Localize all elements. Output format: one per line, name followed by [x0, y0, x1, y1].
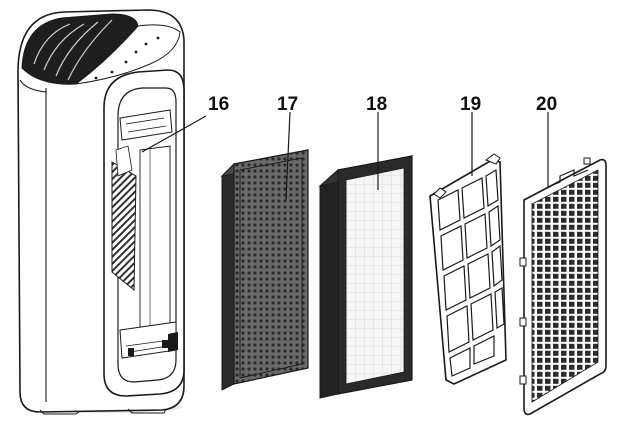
callout-20: 20	[536, 94, 557, 115]
callout-19: 19	[460, 94, 481, 115]
hepa-filter	[318, 155, 414, 399]
air-purifier-housing	[17, 9, 185, 415]
carbon-filter	[220, 149, 310, 391]
pre-filter-frame	[429, 153, 507, 385]
callouts: 16 17 18 19 20	[141, 94, 557, 201]
leader-line-16	[141, 115, 207, 153]
callout-16: 16	[208, 94, 229, 115]
top-vent-grille	[21, 13, 139, 85]
callout-17: 17	[277, 94, 298, 115]
front-grille-panel	[519, 157, 607, 416]
control-panel	[75, 24, 181, 85]
leader-line-17	[285, 111, 291, 201]
callout-18: 18	[366, 94, 387, 115]
fan-blades	[111, 145, 137, 292]
